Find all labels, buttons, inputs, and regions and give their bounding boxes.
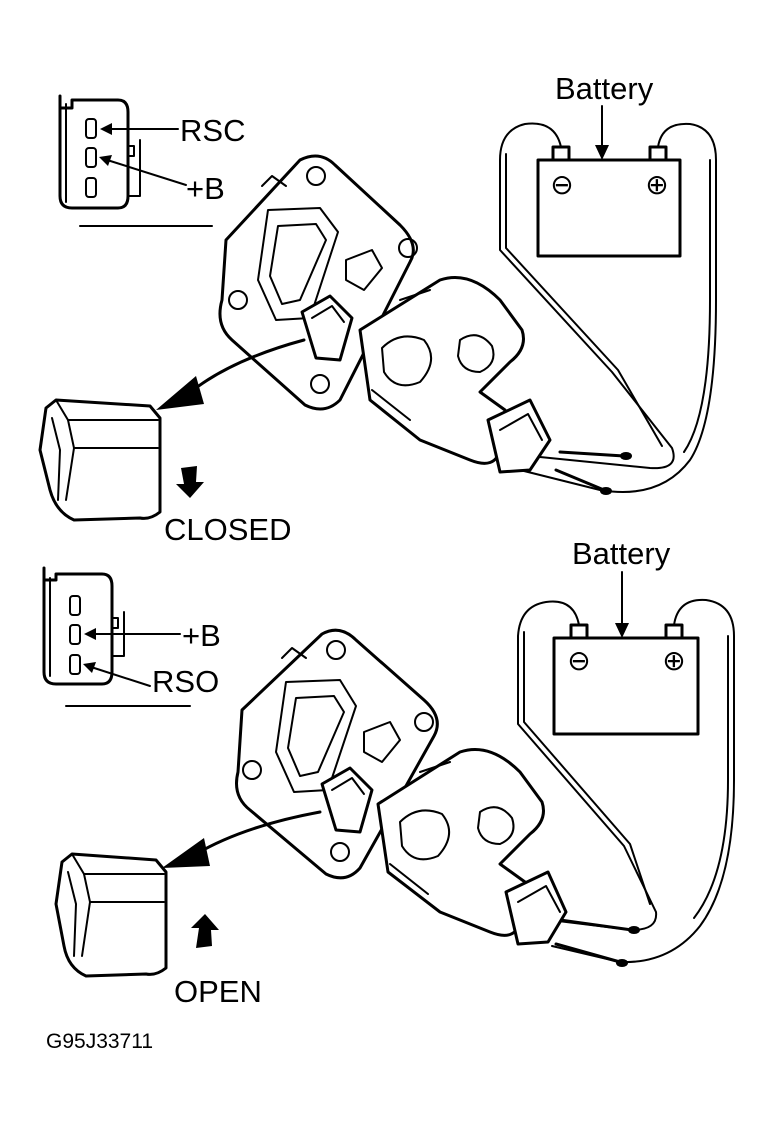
negative-terminal-top bbox=[551, 145, 571, 162]
pin-unused-bottom bbox=[69, 595, 81, 616]
figure-code: G95J33711 bbox=[46, 1030, 153, 1053]
wire-positive-top bbox=[519, 122, 717, 493]
positive-sign-top: ⊕ bbox=[645, 169, 668, 200]
pin-rso-bottom bbox=[69, 654, 81, 675]
negative-sign-top: ⊖ bbox=[550, 169, 573, 200]
isc-valve-top bbox=[218, 154, 552, 474]
positive-terminal-bottom bbox=[664, 623, 684, 640]
pointer-arrow-bottom bbox=[162, 810, 322, 868]
positive-sign-bottom: ⊕ bbox=[662, 645, 685, 676]
motion-arrow-up bbox=[191, 914, 219, 948]
valve-detail-bottom bbox=[54, 852, 168, 978]
valve-detail-top bbox=[38, 398, 162, 522]
battery-label-bottom: Battery bbox=[572, 536, 671, 571]
motion-arrow-down bbox=[176, 466, 204, 498]
bottom-panel-open-test: +B RSO Battery ⊖ ⊕ bbox=[42, 536, 735, 1009]
connector-top: RSC +B bbox=[58, 94, 245, 227]
pin-label-b: +B bbox=[186, 171, 225, 206]
pin-unused-top bbox=[85, 177, 97, 198]
pin-b-top bbox=[85, 147, 97, 168]
connector-bottom: +B RSO bbox=[42, 566, 221, 707]
battery-top: Battery ⊖ ⊕ bbox=[499, 71, 717, 495]
negative-terminal-bottom bbox=[569, 623, 589, 640]
top-panel-closed-test: RSC +B Battery ⊖ ⊕ bbox=[38, 71, 717, 547]
pin-b-bottom bbox=[69, 624, 81, 645]
pin-label-rso: RSO bbox=[152, 664, 219, 699]
pin-label-b-bottom: +B bbox=[182, 618, 221, 653]
battery-bottom: Battery ⊖ ⊕ bbox=[517, 536, 735, 967]
wire-negative-bottom bbox=[517, 600, 658, 931]
wire-positive-bottom bbox=[551, 598, 735, 964]
isc-valve-bottom bbox=[235, 628, 568, 946]
battery-label-top: Battery bbox=[555, 71, 654, 106]
pointer-arrow-top bbox=[156, 338, 306, 410]
wire-negative-top bbox=[499, 122, 675, 470]
positive-terminal-top bbox=[648, 145, 668, 162]
battery-body-bottom bbox=[552, 636, 700, 736]
pin-label-rsc: RSC bbox=[180, 113, 245, 148]
state-label-open: OPEN bbox=[174, 974, 262, 1009]
pin-rsc-top bbox=[85, 118, 97, 139]
battery-body-top bbox=[536, 158, 682, 258]
negative-sign-bottom: ⊖ bbox=[567, 645, 590, 676]
state-label-closed: CLOSED bbox=[164, 512, 291, 547]
